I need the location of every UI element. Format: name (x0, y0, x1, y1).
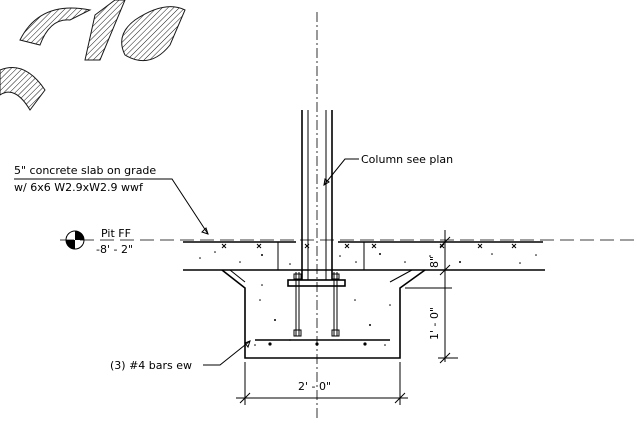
footing-bars (255, 339, 390, 346)
horizontal-dimension (236, 362, 408, 405)
level-marker (65, 230, 85, 250)
slab-note-line2: w/ 6x6 W2.9xW2.9 wwf (14, 181, 144, 194)
column (301, 110, 333, 280)
slab-leader (14, 178, 209, 235)
footing-depth-dim: 1' - 0" (428, 307, 441, 340)
base-plate (287, 272, 346, 337)
level-elevation: -8' - 2" (96, 243, 133, 256)
slab-note-line1: 5" concrete slab on grade (14, 164, 156, 177)
column-leader (323, 158, 359, 186)
level-name: Pit FF (101, 227, 131, 240)
slab (183, 241, 545, 359)
column-note: Column see plan (361, 153, 453, 166)
vertical-dimensions (405, 230, 458, 364)
bars-leader (203, 340, 251, 366)
slab-thickness-dim: 8" (428, 256, 441, 268)
watermark (0, 0, 186, 111)
footing-width-dim: 2' - 0" (298, 380, 331, 393)
bars-note: (3) #4 bars ew (110, 359, 192, 372)
